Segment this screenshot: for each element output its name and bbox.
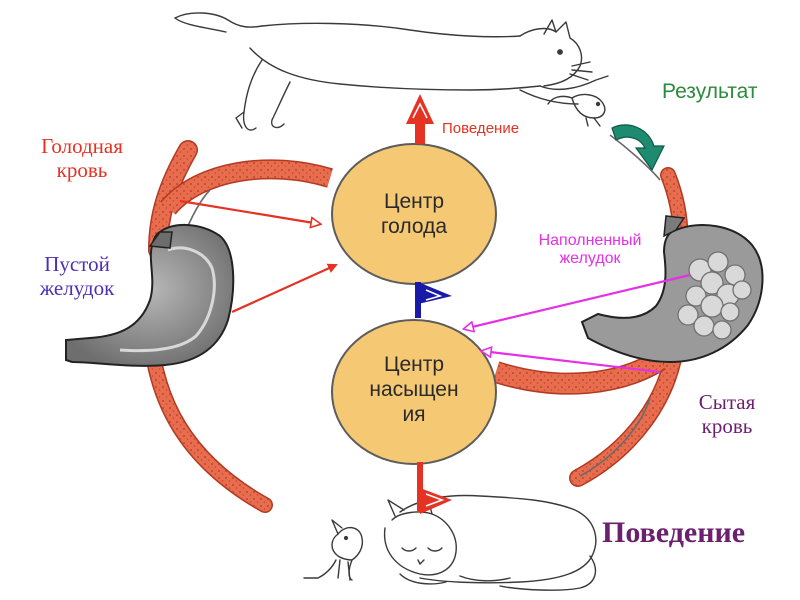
sleeping-cat-and-mouse-icon xyxy=(303,494,597,591)
behavior-big-label: Поведение xyxy=(602,516,746,549)
behavior-up-arrow-icon xyxy=(406,94,434,144)
empty-stomach-label: Пустой желудок xyxy=(39,252,115,301)
satiety-center-node xyxy=(331,319,497,465)
cat-catching-mouse-icon xyxy=(174,12,609,131)
food-contents xyxy=(677,251,752,340)
empty-stomach-signal-arrow xyxy=(231,263,338,314)
hunger-center-label: Центр голода xyxy=(380,190,448,239)
satiety-center-label: Центр насыщен ия xyxy=(369,353,459,427)
satiety-output-flag-icon xyxy=(417,462,452,514)
hungry-blood-label: Голодная кровь xyxy=(41,134,123,183)
behavior-small-label: Поведение xyxy=(442,120,520,137)
fed-blood-label: Сытая кровь xyxy=(698,390,756,439)
result-label: Результат xyxy=(662,80,758,103)
full-stomach-signal-arrow xyxy=(472,273,691,327)
full-stomach-label: Наполненный желудок xyxy=(538,232,642,268)
result-arrow xyxy=(611,124,665,172)
fed-blood-signal-arrow xyxy=(490,352,661,374)
hunger-center-node xyxy=(331,143,497,285)
inhibition-flag-icon xyxy=(415,282,452,318)
empty-stomach-illustration xyxy=(65,223,235,367)
full-stomach-illustration xyxy=(580,215,764,364)
hungry-blood-signal-arrow xyxy=(179,199,320,224)
